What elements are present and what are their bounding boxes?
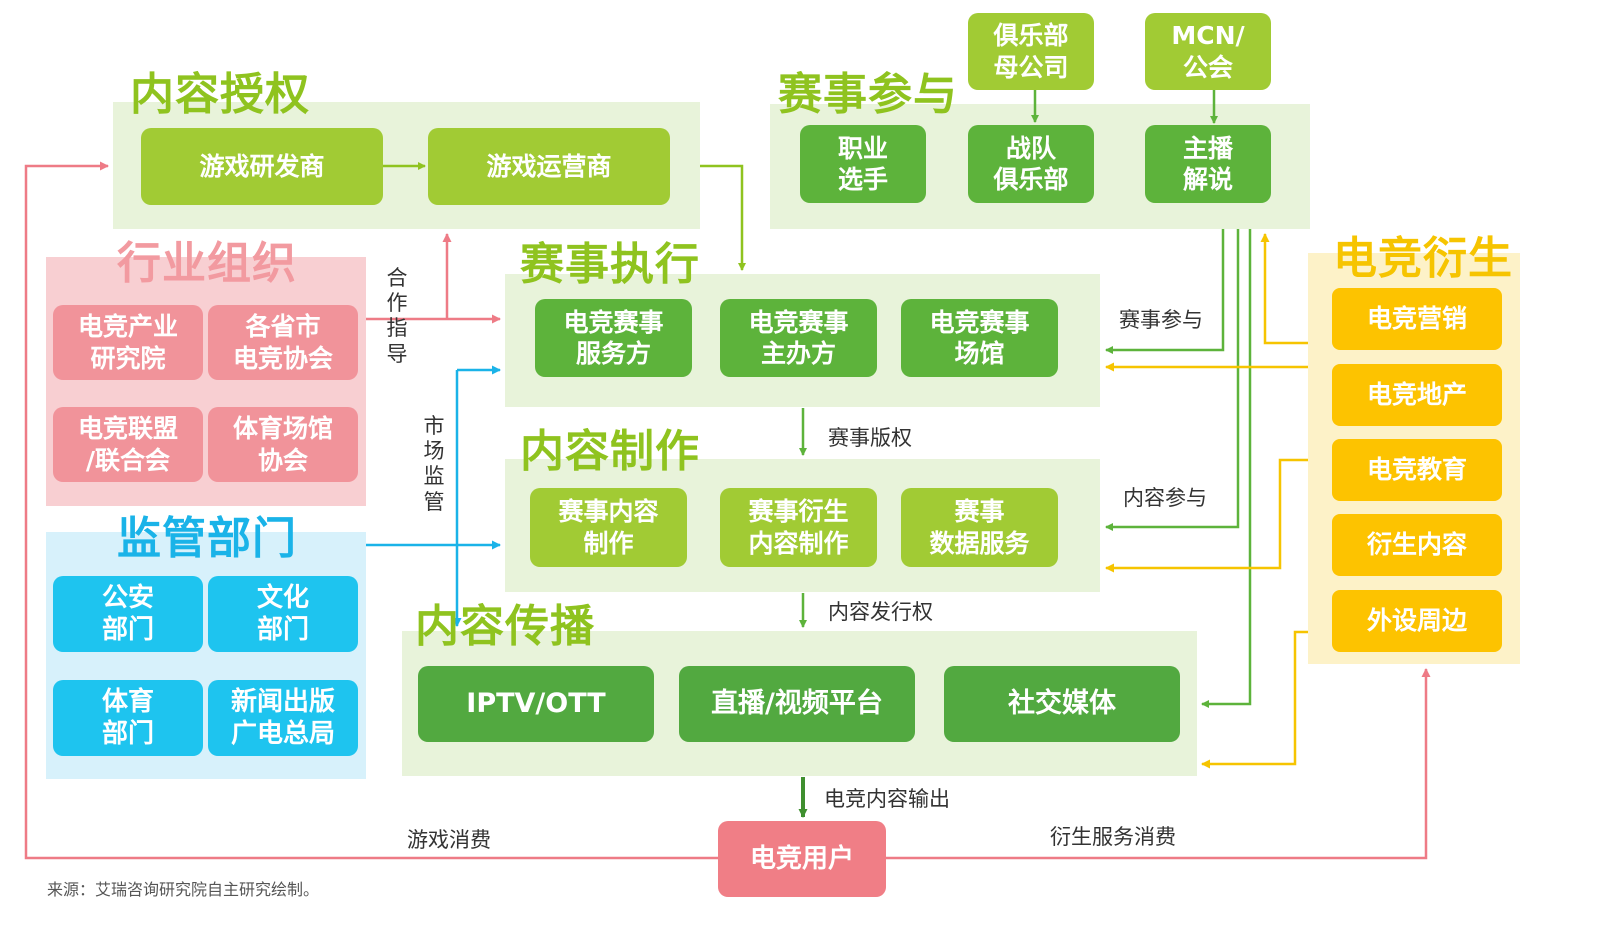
distribution-title: 内容传播 [415,601,595,652]
arrow-derivative-to-participation [1260,233,1308,345]
arrow-participation-to-distribution [1201,229,1252,708]
label-event-participation: 赛事参与 [1119,308,1203,332]
production-title: 内容制作 [520,426,700,477]
box-streamer-commentator: 主播 解说 [1145,125,1271,203]
box-event-content-production: 赛事内容 制作 [530,488,687,567]
box-peripherals: 外设周边 [1332,590,1502,652]
industry-title: 行业组织 [117,238,297,289]
authorization-title: 内容授权 [130,69,310,120]
box-press-broadcast: 新闻出版 广电总局 [208,680,358,756]
label-game-consumption: 游戏消费 [407,828,491,852]
box-esports-alliance: 电竞联盟 /联合会 [53,407,203,482]
box-social-media: 社交媒体 [944,666,1180,742]
box-derivative-content-production: 赛事衍生 内容制作 [720,488,877,567]
label-distribution-rights: 内容发行权 [828,600,933,624]
regulation-title: 监管部门 [117,513,297,564]
arrow-participation-to-execution [1105,229,1225,354]
arrow-derivative-consumption [886,668,1431,860]
box-iptv-ott: IPTV/OTT [418,666,654,742]
box-event-service: 电竞赛事 服务方 [535,299,692,377]
box-public-security: 公安 部门 [53,576,203,652]
arrow-operator-to-execution [700,164,746,271]
source-note: 来源：艾瑞咨询研究院自主研究绘制。 [47,880,320,899]
label-derivative-consumption: 衍生服务消费 [1050,825,1176,849]
box-esports-real-estate: 电竞地产 [1332,364,1502,426]
box-live-video-platform: 直播/视频平台 [679,666,915,742]
box-event-venue: 电竞赛事 场馆 [901,299,1058,377]
participation-title: 赛事参与 [778,69,958,120]
box-game-operator: 游戏运营商 [428,128,670,205]
box-esports-marketing: 电竞营销 [1332,288,1502,350]
box-stadium-association: 体育场馆 协会 [208,407,358,482]
label-content-output: 电竞内容输出 [824,787,950,811]
box-esports-education: 电竞教育 [1332,439,1502,501]
arrow-game-consumption [24,161,718,860]
execution-title: 赛事执行 [520,239,700,290]
box-industry-institute: 电竞产业 研究院 [53,305,203,380]
box-derivative-content: 衍生内容 [1332,514,1502,576]
box-club-parent-company: 俱乐部 母公司 [968,13,1094,90]
derivative-title: 电竞衍生 [1333,233,1513,284]
box-provincial-association: 各省市 电竞协会 [208,305,358,380]
box-team-club: 战队 俱乐部 [968,125,1094,203]
box-esports-user: 电竞用户 [718,821,886,897]
arrow-derivative-to-distribution [1201,630,1308,769]
box-pro-player: 职业 选手 [800,125,926,203]
box-game-developer: 游戏研发商 [141,128,383,205]
arrow-participation-to-production [1105,229,1240,531]
label-cooperation-guidance: 合作指导 [386,266,408,366]
box-culture-dept: 文化 部门 [208,576,358,652]
label-content-participation: 内容参与 [1123,486,1207,510]
box-sports-dept: 体育 部门 [53,680,203,756]
label-event-rights: 赛事版权 [828,426,912,450]
arrow-derivative-to-production [1105,458,1308,573]
box-event-organizer: 电竞赛事 主办方 [720,299,877,377]
box-mcn-guild: MCN/ 公会 [1145,13,1271,90]
box-event-data-service: 赛事 数据服务 [901,488,1058,567]
label-market-regulation: 市场监管 [423,414,445,514]
